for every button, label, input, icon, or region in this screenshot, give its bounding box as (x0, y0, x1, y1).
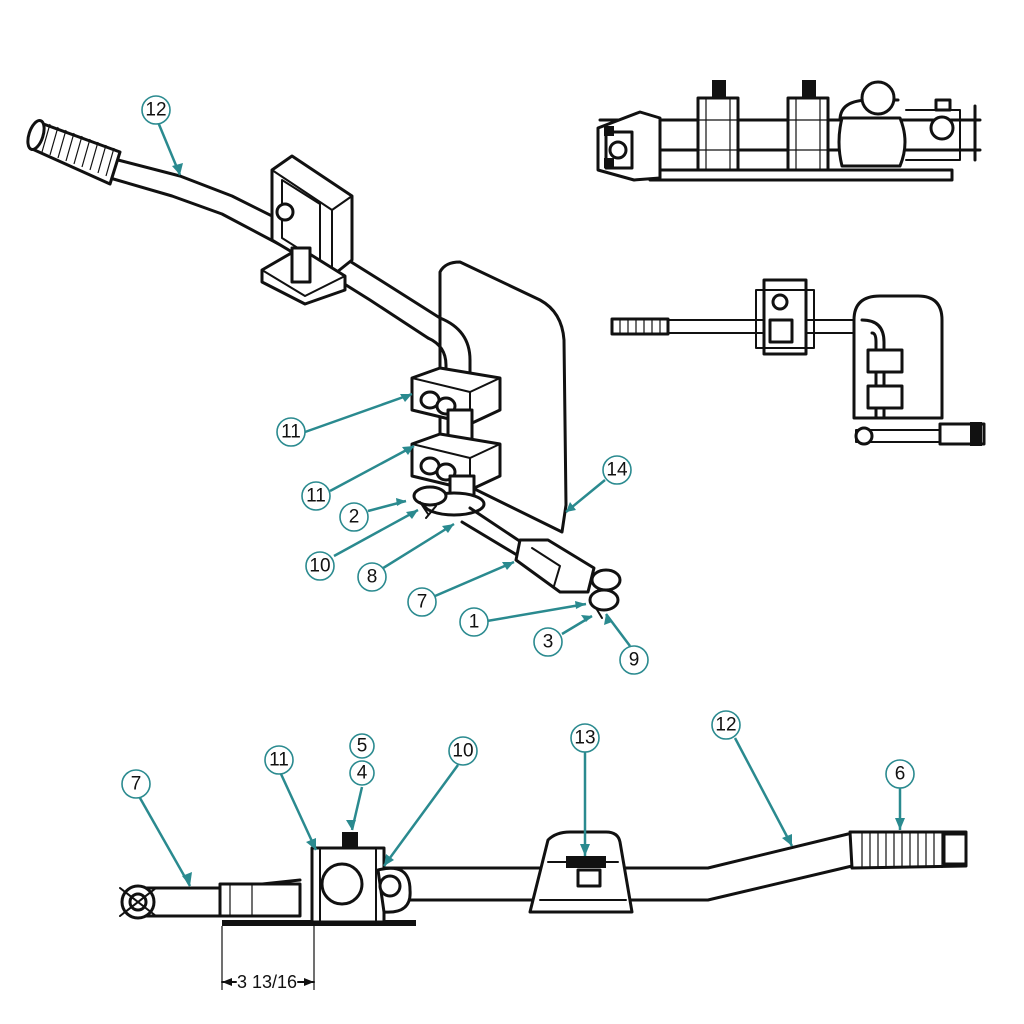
callout-iso-10-label: 10 (309, 556, 330, 577)
iso-clamp-lower (410, 432, 502, 502)
callout-side-11-label: 11 (269, 750, 289, 771)
callout-side-4-label: 4 (357, 763, 368, 784)
dimension-label: 3 13/16 (237, 972, 297, 992)
callout-iso-11a-label: 11 (281, 422, 301, 443)
dimension-3-13-16: 3 13/16 (221, 922, 315, 992)
callout-iso-14-label: 14 (606, 460, 628, 481)
callout-side-13: 13 (570, 723, 600, 753)
callout-iso-12: 12 (141, 95, 171, 125)
callout-iso-9-label: 9 (629, 650, 640, 671)
callout-iso-12-label: 12 (145, 100, 166, 121)
callout-side-12: 12 (711, 710, 741, 740)
isometric-view (26, 119, 622, 619)
callout-iso-11b: 11 (301, 481, 331, 511)
callout-side-6: 6 (885, 759, 915, 789)
callout-iso-7: 7 (407, 587, 437, 617)
front-view (610, 278, 986, 446)
callout-side-13-label: 13 (574, 728, 595, 749)
side-view (119, 830, 968, 926)
callout-iso-2-label: 2 (349, 507, 360, 528)
iso-leaders (156, 121, 631, 647)
iso-mount-bracket (260, 154, 354, 306)
callout-side-4: 4 (349, 760, 375, 786)
callout-iso-14: 14 (602, 455, 632, 485)
callout-side-11: 11 (264, 745, 294, 775)
callout-iso-9: 9 (619, 645, 649, 675)
callout-iso-11a: 11 (276, 417, 306, 447)
side-grip (848, 830, 968, 870)
callout-side-5-label: 5 (357, 736, 368, 757)
callout-side-7-label: 7 (131, 774, 142, 795)
top-view (596, 80, 982, 182)
callout-iso-3: 3 (533, 627, 563, 657)
callout-iso-3-label: 3 (543, 632, 554, 653)
callout-iso-7-label: 7 (417, 592, 428, 613)
callout-iso-8: 8 (357, 562, 387, 592)
callout-side-5: 5 (349, 733, 375, 759)
iso-rod-eye (590, 568, 622, 592)
side-leaders (138, 737, 905, 887)
callout-iso-1: 1 (459, 607, 489, 637)
callout-iso-8-label: 8 (367, 567, 378, 588)
callout-side-7: 7 (121, 769, 151, 799)
callout-iso-2: 2 (339, 502, 369, 532)
callout-side-10-label: 10 (452, 741, 473, 762)
callout-iso-11b-label: 11 (306, 486, 326, 507)
callout-side-6-label: 6 (895, 764, 906, 785)
callout-side-10: 10 (448, 736, 478, 766)
iso-grip (26, 119, 122, 186)
side-main-tube (378, 832, 854, 902)
callout-iso-1-label: 1 (469, 612, 480, 633)
callout-side-12-label: 12 (715, 715, 736, 736)
handle-tube (116, 158, 442, 320)
callout-iso-10: 10 (305, 551, 335, 581)
